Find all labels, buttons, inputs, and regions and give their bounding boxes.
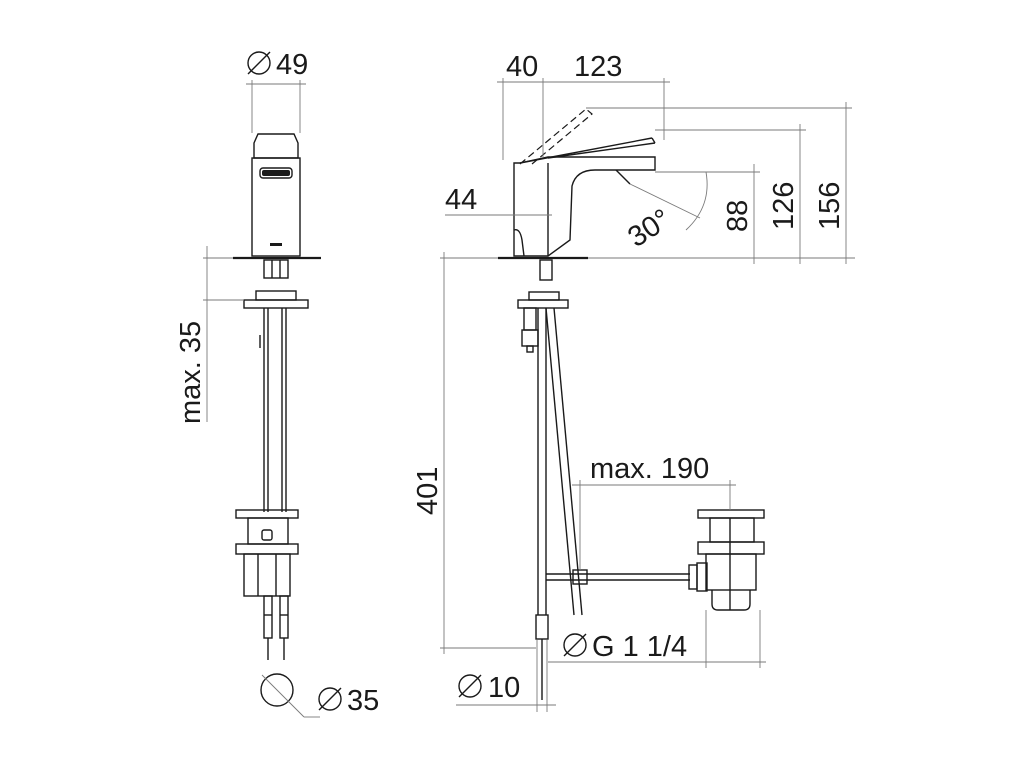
dimension-waste-diameter: 35 (318, 685, 379, 717)
front-supply-hoses (263, 595, 289, 660)
front-waste-section (260, 673, 320, 718)
total-length-label: 401 (412, 467, 444, 515)
outlet-height-label: 88 (722, 200, 754, 232)
side-waste-rod (546, 562, 708, 592)
diameter-icon (458, 674, 482, 698)
lever-raised-height-label: 156 (814, 182, 846, 230)
side-spout-body (513, 108, 656, 257)
deck-thickness-label: max. 35 (175, 321, 207, 424)
waste-thread-label: G 1 1/4 (592, 631, 687, 663)
side-supply-hose (535, 308, 549, 700)
outlet-angle-label: 30° (622, 203, 676, 254)
dimension-total-length: 401 (412, 252, 536, 654)
spout-diameter-label: 49 (276, 49, 308, 81)
dimension-deck-thickness: max. 35 (175, 246, 244, 424)
dimension-hose-diameter: 10 (456, 640, 556, 712)
dimension-waste-thread: G 1 1/4 (548, 610, 766, 668)
front-spout-body (251, 133, 301, 257)
front-waste-fitting (235, 509, 299, 597)
dimension-spout-diameter: 49 (246, 49, 308, 133)
dimension-spout-widths: 40 123 (497, 51, 670, 160)
dimension-lever-height: 44 (445, 184, 552, 216)
front-view: 49 max. 35 35 (175, 49, 379, 718)
diameter-icon (247, 51, 271, 75)
body-height-label: 126 (768, 182, 800, 230)
side-pull-rod (545, 307, 583, 616)
dimension-outlet-angle: 30° (622, 171, 708, 254)
side-waste-fitting (697, 509, 765, 611)
side-shank (517, 259, 569, 353)
diameter-icon (563, 633, 587, 657)
spout-base-width-label: 40 (506, 51, 538, 83)
dimension-pull-rod-reach: max. 190 (572, 453, 736, 570)
front-shank (243, 259, 309, 512)
side-view: 40 123 44 30° 88 126 156 (412, 51, 855, 712)
pull-rod-reach-label: max. 190 (590, 453, 709, 485)
lever-height-label: 44 (445, 184, 477, 216)
waste-diameter-label: 35 (347, 685, 379, 717)
dimension-heights-right: 88 126 156 (586, 102, 855, 264)
diameter-icon (318, 687, 342, 711)
hose-diameter-label: 10 (488, 672, 520, 704)
spout-projection-label: 123 (574, 51, 622, 83)
